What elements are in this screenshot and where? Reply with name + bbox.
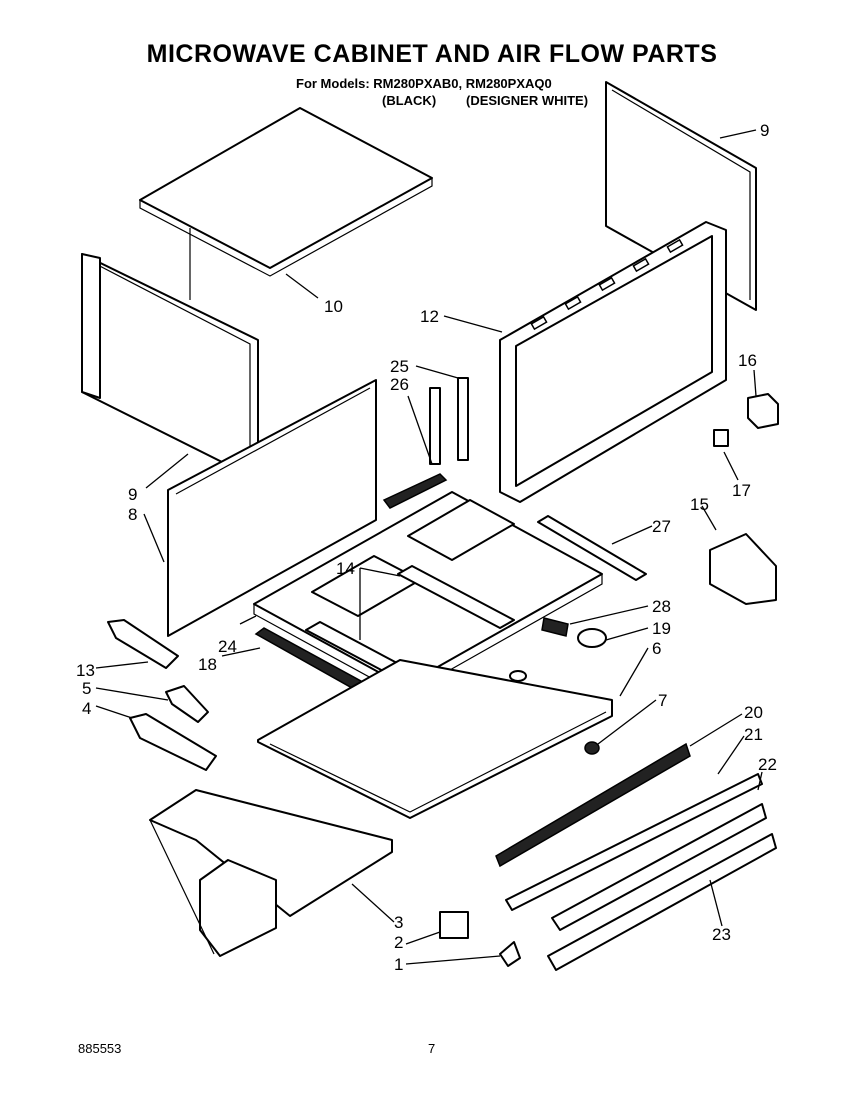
callout-25: 25 — [390, 357, 409, 376]
part-bottom-tray — [257, 659, 613, 819]
part-rail-27 — [537, 515, 647, 581]
finish-white-label: (DESIGNER WHITE) — [466, 93, 589, 108]
document-number: 885553 — [78, 1041, 122, 1056]
callout-labels: 9 10 12 16 25 26 17 9 8 15 27 14 28 24 1… — [76, 121, 777, 974]
part-vertical-strips — [429, 377, 469, 465]
models-line: For Models: RM280PXAB0, RM280PXAQ0 — [296, 76, 552, 91]
callout-20: 20 — [744, 703, 763, 722]
callout-8: 8 — [128, 505, 137, 524]
part-front-frame — [499, 221, 727, 503]
part-grommets — [509, 628, 607, 755]
leader-lines — [95, 129, 763, 965]
callout-2: 2 — [394, 933, 403, 952]
part-small-clips — [439, 911, 521, 967]
callout-7: 7 — [658, 691, 667, 710]
part-air-duct — [709, 533, 777, 605]
callout-18: 18 — [198, 655, 217, 674]
callout-13: 13 — [76, 661, 95, 680]
part-top-cover — [139, 107, 433, 300]
page-title: MICROWAVE CABINET AND AIR FLOW PARTS — [146, 40, 718, 68]
part-grille-mesh — [495, 742, 691, 868]
page-number: 7 — [428, 1041, 436, 1056]
callout-9-right: 9 — [760, 121, 769, 140]
callout-22: 22 — [758, 755, 777, 774]
callout-1: 1 — [394, 955, 403, 974]
callout-10: 10 — [324, 297, 343, 316]
part-rear-panel — [167, 379, 377, 637]
callout-28: 28 — [652, 597, 671, 616]
part-left-side-panel — [81, 253, 259, 481]
callout-15: 15 — [690, 495, 709, 514]
callout-6: 6 — [652, 639, 661, 658]
finish-black-label: (BLACK) — [382, 93, 437, 108]
callout-23: 23 — [712, 925, 731, 944]
callout-3: 3 — [394, 913, 403, 932]
callout-16: 16 — [738, 351, 757, 370]
callout-5: 5 — [82, 679, 91, 698]
callout-19: 19 — [652, 619, 671, 638]
callout-27: 27 — [652, 517, 671, 536]
part-trim-strips — [505, 773, 777, 971]
part-brackets-right — [713, 393, 779, 447]
callout-21: 21 — [744, 725, 763, 744]
part-left-brackets — [107, 619, 217, 771]
callout-24: 24 — [218, 637, 237, 656]
callout-26: 26 — [390, 375, 409, 394]
callout-17: 17 — [732, 481, 751, 500]
callout-12: 12 — [420, 307, 439, 326]
callout-9-left: 9 — [128, 485, 137, 504]
part-lower-panel — [149, 789, 393, 957]
callout-4: 4 — [82, 699, 91, 718]
callout-14: 14 — [336, 559, 355, 578]
